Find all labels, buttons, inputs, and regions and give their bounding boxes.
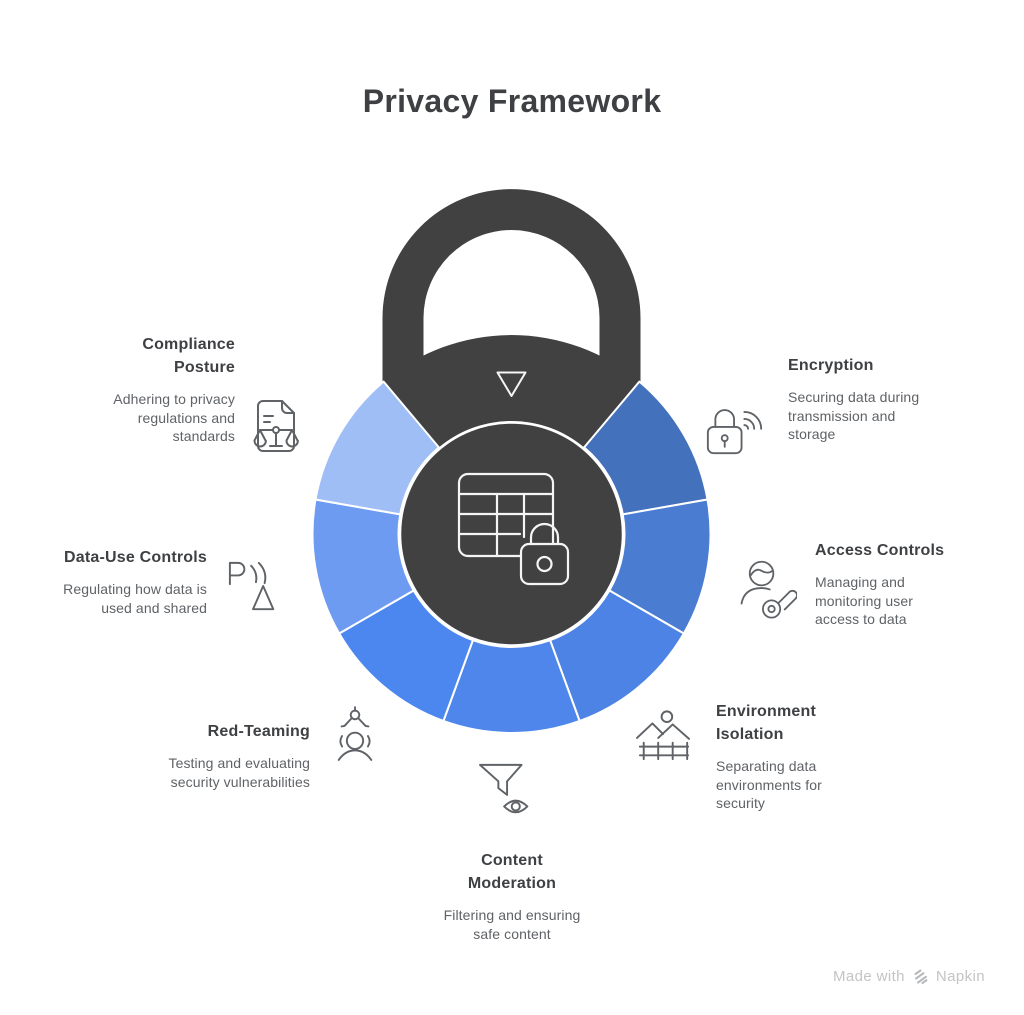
napkin-logo-icon	[914, 969, 928, 984]
callout-description: Securing data during transmission and st…	[788, 389, 920, 442]
lock-shackle	[382, 189, 641, 432]
callout-data-use-controls: Data-Use Controls Regulating how data is…	[7, 546, 207, 617]
callout-description: Regulating how data is used and shared	[63, 581, 207, 616]
callout-heading: Data-Use Controls	[64, 549, 207, 566]
made-with-napkin-watermark: Made with Napkin	[833, 968, 985, 985]
data-table-lock-icon	[457, 472, 570, 586]
callout-description: Testing and evaluating security vulnerab…	[168, 755, 310, 790]
scales-document-icon	[251, 398, 301, 454]
callout-heading: Encryption	[788, 357, 874, 374]
page-title: Privacy Framework	[362, 83, 662, 119]
ring-segment-compliance-posture	[314, 380, 440, 516]
lock-signal-icon	[706, 396, 764, 456]
callout-description: Filtering and ensuring safe content	[443, 907, 581, 942]
callout-environment-isolation: Environment Isolation Separating data en…	[716, 700, 888, 813]
user-key-icon	[737, 553, 797, 625]
callout-red-teaming: Red-Teaming Testing and evaluating secur…	[108, 720, 310, 791]
callout-description: Managing and monitoring user access to d…	[815, 574, 913, 627]
watermark-prefix: Made with	[832, 968, 905, 985]
funnel-eye-icon	[478, 762, 540, 820]
watermark-brand: Napkin	[935, 968, 985, 985]
callout-content-moderation: Content Moderation Filtering and ensurin…	[411, 849, 613, 943]
triangle-down-icon	[496, 371, 527, 397]
callout-description: Separating data environments for securit…	[716, 758, 822, 811]
callout-heading: Access Controls	[815, 542, 945, 559]
mountain-fence-icon	[634, 708, 694, 764]
callout-heading: Red-Teaming	[207, 723, 310, 740]
ring-segment-top-dark	[383, 335, 640, 448]
callout-heading: Compliance Posture	[142, 336, 235, 376]
callout-access-controls: Access Controls Managing and monitoring …	[815, 539, 995, 629]
claw-user-icon	[332, 705, 378, 767]
broadcast-cone-icon	[226, 560, 282, 614]
callout-description: Adhering to privacy regulations and stan…	[113, 391, 235, 444]
callout-heading: Content Moderation	[467, 852, 557, 892]
callout-encryption: Encryption Securing data during transmis…	[788, 354, 988, 444]
callout-heading: Environment Isolation	[716, 703, 816, 743]
callout-compliance-posture: Compliance Posture Adhering to privacy r…	[35, 333, 235, 446]
